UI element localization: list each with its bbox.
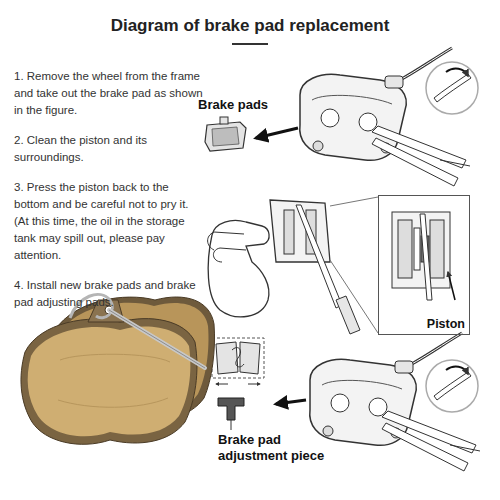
caliper-removal bbox=[256, 128, 298, 138]
part-label: Brake pad adjustment piece bbox=[218, 432, 338, 464]
pad-install bbox=[216, 342, 238, 374]
instruction-step: 2. Clean the piston and its surroundings… bbox=[14, 132, 206, 166]
piston-press bbox=[336, 296, 360, 334]
pad-install bbox=[218, 398, 244, 420]
piston-press bbox=[448, 272, 455, 300]
caliper-removal bbox=[205, 122, 246, 151]
piston-press bbox=[296, 205, 342, 308]
pad-install bbox=[212, 338, 264, 378]
piston-press bbox=[420, 214, 432, 300]
pad-install bbox=[212, 333, 480, 471]
piston-press bbox=[284, 210, 294, 254]
instruction-step: 3. Press the piston back to the bottom a… bbox=[14, 179, 206, 264]
pad-install bbox=[276, 400, 306, 404]
piston-press bbox=[213, 248, 246, 262]
part-label: Brake pads bbox=[198, 97, 288, 113]
pad-install bbox=[232, 348, 244, 367]
piston-press bbox=[208, 197, 455, 334]
caliper-drawing bbox=[310, 333, 480, 471]
piston-press bbox=[330, 197, 378, 206]
pad-install bbox=[240, 342, 260, 374]
pad-photo bbox=[21, 319, 197, 445]
pad-install bbox=[231, 420, 232, 430]
instruction-step: 4. Install new brake pads and brake pad … bbox=[14, 277, 206, 311]
instruction-list: 1. Remove the wheel from the frame and t… bbox=[14, 68, 206, 324]
piston-press bbox=[398, 220, 412, 278]
pad-photo bbox=[109, 310, 205, 368]
pad-photo bbox=[21, 294, 215, 444]
detail-inset: Piston bbox=[378, 195, 470, 335]
piston-press bbox=[208, 221, 269, 317]
lever-icon bbox=[426, 360, 478, 412]
pad-install bbox=[248, 384, 260, 385]
pad-photo bbox=[109, 310, 205, 368]
caliper-removal bbox=[220, 117, 228, 124]
piston-press bbox=[430, 220, 444, 278]
pad-install bbox=[216, 384, 228, 385]
diagram-title: Diagram of brake pad replacement bbox=[0, 16, 500, 36]
caliper-removal bbox=[212, 127, 239, 146]
caliper-removal bbox=[205, 48, 478, 186]
title-rule bbox=[232, 43, 268, 45]
pad-photo bbox=[58, 354, 170, 407]
piston-press bbox=[414, 228, 420, 270]
instruction-step: 1. Remove the wheel from the frame and t… bbox=[14, 68, 206, 119]
piston-press bbox=[208, 232, 244, 250]
piston-press bbox=[330, 260, 378, 333]
part-label: Piston bbox=[379, 317, 465, 331]
lever-icon bbox=[426, 62, 478, 114]
